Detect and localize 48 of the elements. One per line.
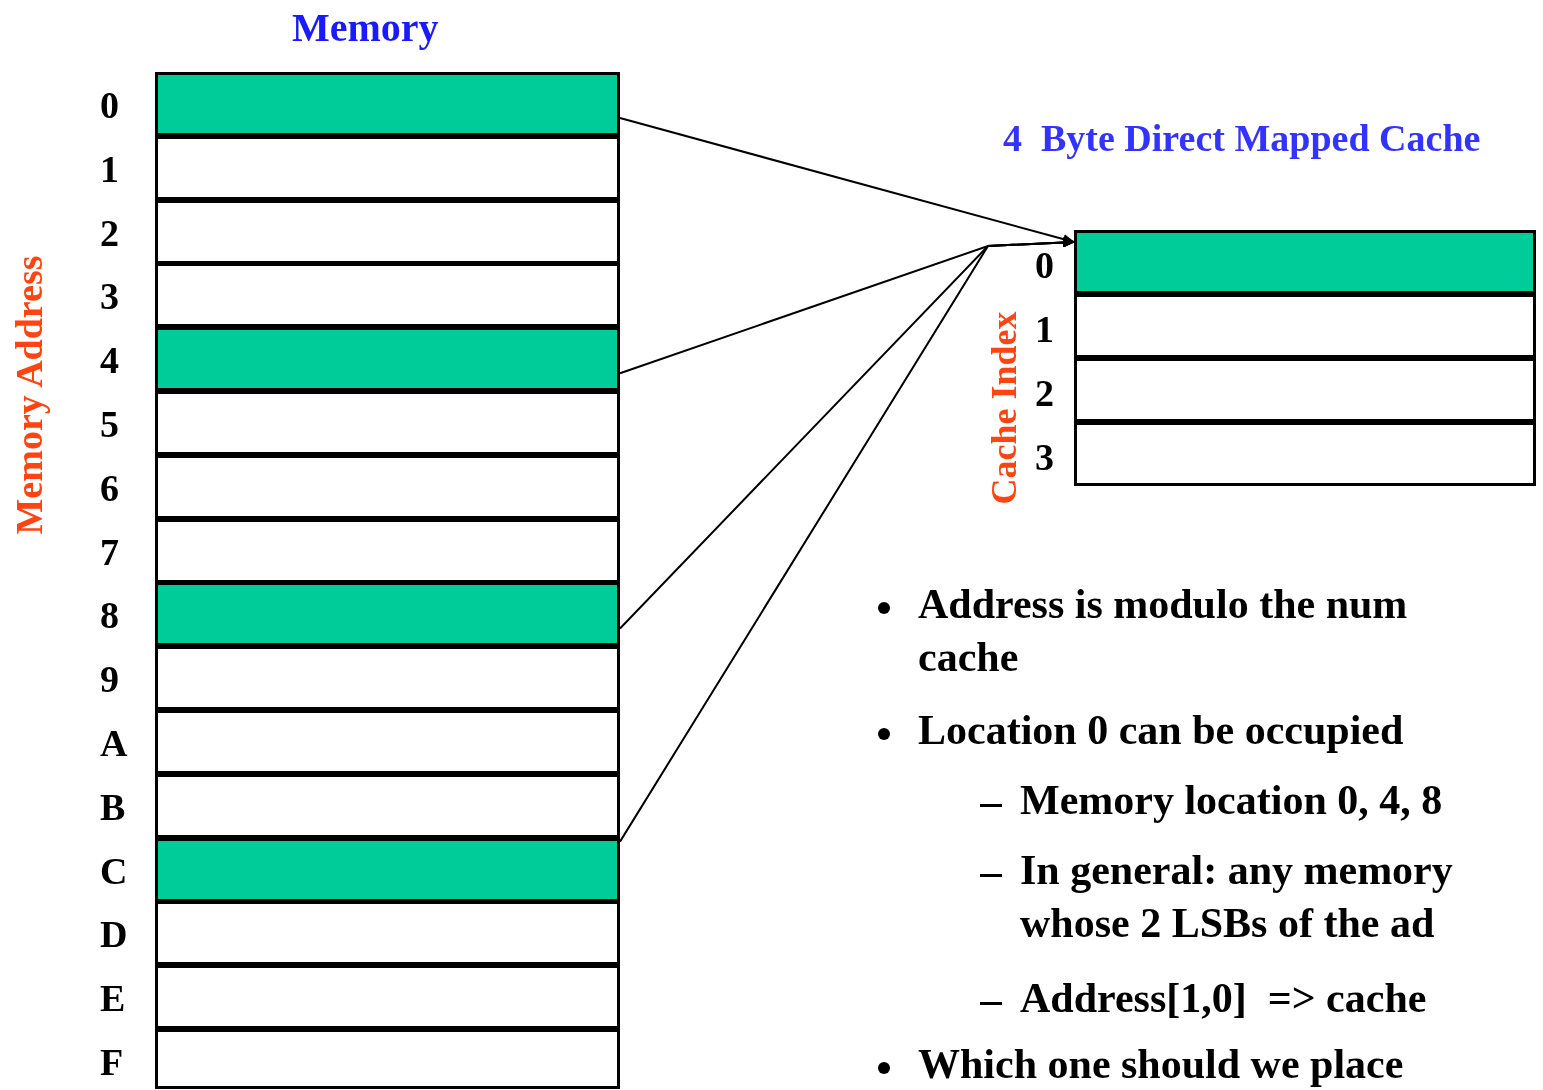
memory-row <box>155 199 620 264</box>
memory-row <box>155 391 620 455</box>
memory-row <box>155 135 620 200</box>
bullet-text: Which one should we place <box>918 1040 1405 1089</box>
address-number: 5 <box>100 405 119 443</box>
memory-row <box>155 710 620 774</box>
memory-row <box>155 454 620 519</box>
cache-index-number: 1 <box>1035 310 1054 348</box>
memory-row <box>155 965 620 1030</box>
address-number: 9 <box>100 660 119 699</box>
address-number: A <box>100 724 128 762</box>
address-number: 4 <box>100 341 119 380</box>
address-number: F <box>100 1043 124 1081</box>
memory-heading: Memory <box>292 6 439 50</box>
address-number: E <box>100 979 126 1018</box>
cache-index-number: 3 <box>1035 438 1054 476</box>
bullet-text: Location 0 can be occupied <box>918 706 1405 755</box>
address-number: C <box>100 851 128 890</box>
address-number: D <box>100 915 128 954</box>
bullet-text: In general: any memory whose 2 LSBs of the ad <box>1020 846 1454 948</box>
memory-row <box>155 1029 620 1089</box>
address-number: 6 <box>100 468 119 507</box>
address-number: 8 <box>100 596 119 635</box>
memory-row <box>155 72 620 136</box>
bullet-text: Memory location 0, 4, 8 <box>1020 776 1444 825</box>
bullet-text: Address[1,0] => cache <box>1020 974 1428 1023</box>
address-number: 3 <box>100 277 119 316</box>
address-number: B <box>100 787 126 826</box>
memory-row <box>155 263 620 328</box>
memory-row <box>155 837 620 902</box>
memory-row <box>155 901 620 966</box>
memory-row <box>155 646 620 711</box>
address-number: 1 <box>100 149 119 188</box>
address-number: 0 <box>100 86 119 124</box>
address-number: 2 <box>100 213 119 252</box>
bullet-text: Address is modulo the num cache <box>918 580 1409 682</box>
axis-title: Cache Index <box>985 311 1025 505</box>
memory-row <box>155 518 620 583</box>
address-number: 7 <box>100 532 119 571</box>
cache-index-number: 2 <box>1035 374 1054 412</box>
memory-row <box>155 327 620 392</box>
memory-row <box>155 773 620 838</box>
memory-row <box>155 582 620 647</box>
arrow <box>619 237 1075 843</box>
cache-index-number: 0 <box>1035 246 1054 284</box>
arrow <box>619 117 1075 244</box>
axis-title: Memory Address <box>9 255 51 535</box>
cache-heading: 4 Byte Direct Mapped Cache <box>1003 118 1481 160</box>
